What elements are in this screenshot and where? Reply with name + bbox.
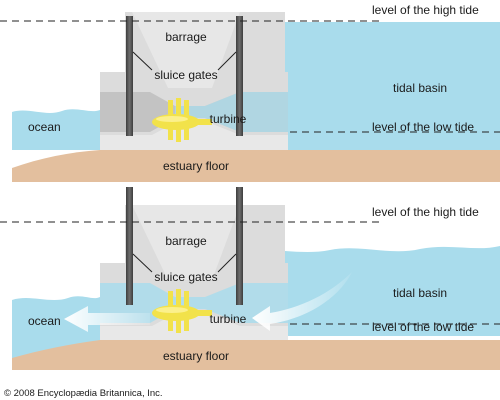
panel-low-tide: barrage sluice gates turbine tidal basin… xyxy=(0,187,500,370)
sluice-leader-left-2 xyxy=(132,253,153,273)
ocean-water xyxy=(12,109,100,150)
ocean-label-2: ocean xyxy=(28,314,61,328)
sluice-leader-right xyxy=(217,51,237,71)
estuary-floor-label: estuary floor xyxy=(163,159,229,173)
high-tide-label-2: level of the high tide xyxy=(372,205,479,219)
estuary-floor-2 xyxy=(12,340,500,370)
turbine-label: turbine xyxy=(210,112,247,126)
barrage-label: barrage xyxy=(165,30,207,44)
sluice-gate-right xyxy=(236,16,243,136)
sluice-gates-label: sluice gates xyxy=(154,68,217,82)
channel-water xyxy=(175,92,288,132)
barrage-upper-v-2 xyxy=(132,205,240,280)
high-tide-label: level of the high tide xyxy=(372,3,479,17)
panel-high-tide: barrage sluice gates turbine tidal basin… xyxy=(0,3,500,182)
low-tide-label-2: level of the low tide xyxy=(372,320,474,334)
barrage-label-2: barrage xyxy=(165,234,207,248)
flow-arrow-ocean xyxy=(64,306,150,332)
estuary-floor xyxy=(12,150,500,182)
sluice-gates-label-2: sluice gates xyxy=(154,270,217,284)
tidal-basin-label-2: tidal basin xyxy=(393,286,447,300)
flow-arrow-basin xyxy=(252,272,352,331)
sluice-gate-right-2 xyxy=(236,187,243,305)
turbine-label-2: turbine xyxy=(210,312,247,326)
estuary-floor-label-2: estuary floor xyxy=(163,349,229,363)
sluice-leader-right-2 xyxy=(217,253,237,273)
barrage-base xyxy=(100,121,288,150)
tidal-basin-label: tidal basin xyxy=(393,81,447,95)
sluice-leader-left xyxy=(132,51,153,71)
copyright-credit: © 2008 Encyclopædia Britannica, Inc. xyxy=(4,388,163,399)
ocean-label: ocean xyxy=(28,120,61,134)
sluice-gate-left-2 xyxy=(126,187,133,305)
turbine-icon xyxy=(152,98,212,142)
barrage-upper-v xyxy=(132,12,240,88)
sluice-gate-left xyxy=(126,16,133,136)
barrage-base-2 xyxy=(100,312,288,340)
low-tide-label: level of the low tide xyxy=(372,120,474,134)
turbine-icon-2 xyxy=(152,289,212,333)
